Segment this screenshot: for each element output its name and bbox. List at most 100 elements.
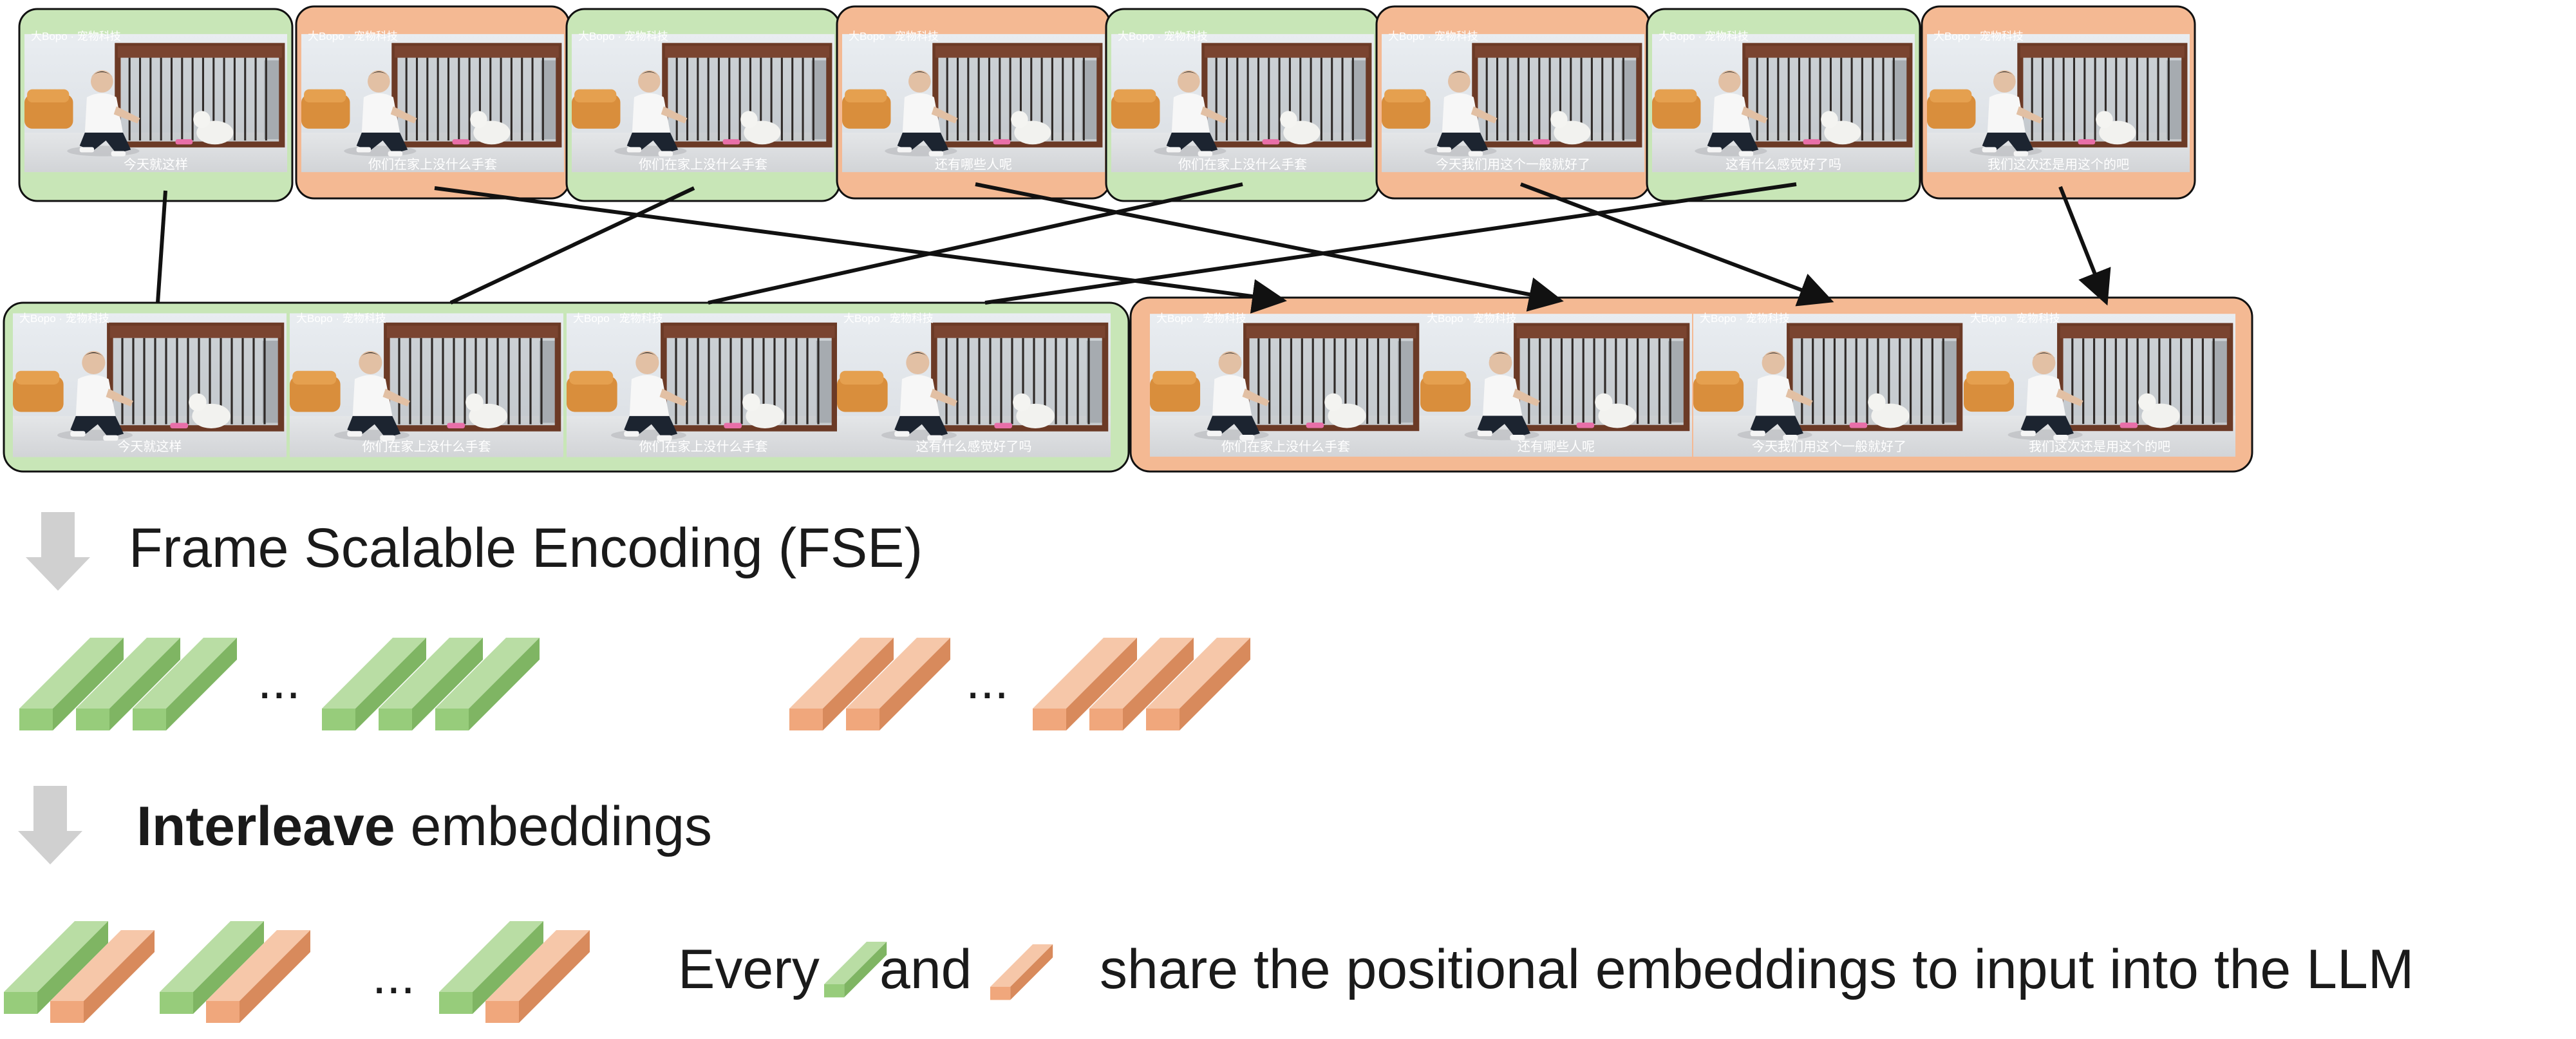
frame-caption: 你们在家上没什么手套 [1221, 439, 1350, 454]
token-side-face [469, 638, 540, 730]
token-top-face [846, 638, 950, 709]
frame-watermark: 大Bopo · 宠物科技 [849, 30, 939, 43]
token-side-face [844, 942, 887, 998]
frame-watermark: 大Bopo · 宠物科技 [578, 30, 668, 43]
frame-watermark: 大Bopo · 宠物科技 [1156, 312, 1246, 325]
video-frame-image [837, 313, 1111, 457]
token-front-face [789, 709, 823, 730]
video-frame-image [1964, 314, 2235, 457]
interleaved-green-token-1 [4, 921, 108, 1014]
connection-arrow-6 [975, 182, 1564, 312]
token-front-face [76, 709, 109, 730]
frame-caption: 这有什么感觉好了吗 [916, 439, 1032, 454]
token-top-face [1089, 638, 1194, 709]
frame-caption: 我们这次还是用这个的吧 [1988, 157, 2129, 172]
frame-caption: 你们在家上没什么手套 [368, 157, 497, 172]
legend-orange-token [990, 944, 1053, 1000]
token-front-face [485, 1001, 519, 1023]
token-side-face [37, 921, 108, 1014]
interleave-bold-word: Interleave [136, 796, 395, 857]
interleaved-orange-token-3 [485, 930, 590, 1023]
orange-token-3 [1033, 638, 1137, 730]
token-top-face [789, 638, 894, 709]
token-side-face [166, 638, 237, 730]
token-front-face [435, 709, 469, 730]
connection-line-1 [156, 190, 167, 303]
token-front-face [439, 992, 473, 1014]
token-side-face [53, 638, 124, 730]
token-top-face [50, 930, 155, 1001]
video-frame-image [301, 34, 564, 172]
token-side-face [84, 930, 155, 1023]
green-token-4 [322, 638, 426, 730]
frame-caption: 还有哪些人呢 [1518, 439, 1595, 454]
token-front-face [160, 992, 193, 1014]
interleaved-orange-token-1 [50, 930, 155, 1023]
token-side-face [355, 638, 426, 730]
token-front-face [206, 1001, 240, 1023]
legend-every-word: Every [678, 939, 820, 1000]
down-arrow-interleave [18, 786, 82, 864]
green-token-6 [435, 638, 540, 730]
video-frame-image [13, 313, 287, 457]
token-side-face [412, 638, 483, 730]
legend-green-token [824, 942, 887, 998]
fse-label: Frame Scalable Encoding (FSE) [129, 517, 923, 579]
connection-line-2 [449, 186, 695, 305]
ellipsis-orange-tokens: ... [966, 652, 1009, 709]
token-front-face [379, 709, 412, 730]
connection-arrow-7 [1519, 182, 1834, 307]
frame-caption: 你们在家上没什么手套 [362, 439, 491, 454]
token-top-face [435, 638, 540, 709]
token-front-face [133, 709, 166, 730]
token-top-face [76, 638, 180, 709]
legend-share-text: share the positional embeddings to input… [1100, 939, 2414, 1000]
video-frame-image [1652, 34, 1915, 172]
video-frame-image [290, 313, 563, 457]
video-frame-image [567, 313, 840, 457]
interleaved-green-token-2 [160, 921, 264, 1014]
video-frame-image [572, 34, 834, 172]
green-token-5 [379, 638, 483, 730]
frame-watermark: 大Bopo · 宠物科技 [1118, 30, 1208, 43]
frame-watermark: 大Bopo · 宠物科技 [1427, 312, 1517, 325]
token-top-face [1033, 638, 1137, 709]
frame-caption: 今天就这样 [118, 439, 182, 454]
token-side-face [109, 638, 180, 730]
frame-watermark: 大Bopo · 宠物科技 [843, 312, 934, 325]
frame-caption: 我们这次还是用这个的吧 [2029, 439, 2170, 454]
token-front-face [824, 984, 845, 998]
frame-caption: 今天我们用这个一般就好了 [1752, 439, 1906, 454]
orange-token-2 [846, 638, 950, 730]
video-frame-image [24, 34, 287, 172]
connection-line-3 [708, 182, 1243, 305]
token-front-face [1146, 709, 1180, 730]
frame-watermark: 大Bopo · 宠物科技 [1970, 312, 2060, 325]
frame-watermark: 大Bopo · 宠物科技 [308, 30, 398, 43]
token-top-face [824, 942, 887, 984]
video-frame-image [1420, 314, 1692, 457]
connection-arrow-5 [434, 186, 1287, 314]
token-top-face [19, 638, 124, 709]
frame-watermark: 大Bopo · 宠物科技 [31, 30, 121, 43]
video-frame-image [1693, 314, 1965, 457]
token-front-face [19, 709, 53, 730]
token-side-face [1123, 638, 1194, 730]
token-front-face [50, 1001, 84, 1023]
token-top-face [990, 944, 1053, 987]
